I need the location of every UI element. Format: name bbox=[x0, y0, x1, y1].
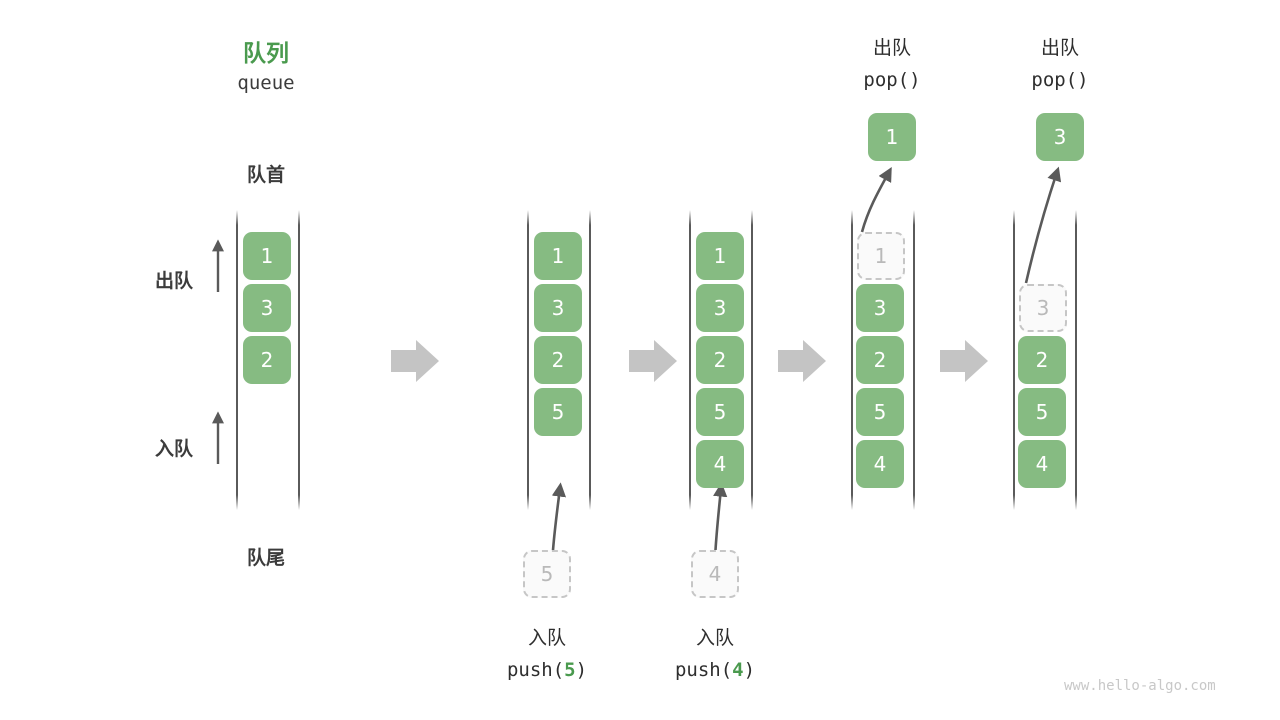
popped-cell-col5: 3 bbox=[1036, 113, 1084, 161]
queue-cell: 4 bbox=[856, 440, 904, 488]
queue-cell: 3 bbox=[696, 284, 744, 332]
dequeue-direction-label: 出队 bbox=[154, 271, 193, 292]
queue-cell: 3 bbox=[534, 284, 582, 332]
code-prefix: push( bbox=[674, 659, 733, 681]
push-op-code-col2: push(5) bbox=[467, 659, 627, 681]
rail-right-col4 bbox=[913, 210, 915, 510]
queue-rear-label: 队尾 bbox=[246, 548, 285, 569]
queue-cell: 2 bbox=[856, 336, 904, 384]
queue-cell: 2 bbox=[696, 336, 744, 384]
queue-cell: 2 bbox=[243, 336, 291, 384]
rail-right-col1 bbox=[298, 210, 300, 510]
queue-cell: 5 bbox=[534, 388, 582, 436]
code-number: 4 bbox=[732, 659, 744, 681]
pop-op-code-col5: pop() bbox=[1031, 69, 1089, 91]
queue-cell: 1 bbox=[243, 232, 291, 280]
step-arrow-3-icon bbox=[778, 340, 826, 382]
queue-cell: 5 bbox=[696, 388, 744, 436]
step-arrow-2-icon bbox=[629, 340, 677, 382]
pop-op-label-col5: 出队 bbox=[1040, 38, 1079, 59]
push-op-label-col3: 入队 bbox=[695, 628, 734, 649]
queue-cell: 2 bbox=[1018, 336, 1066, 384]
pop-arrow-col4-icon bbox=[860, 166, 892, 233]
queue-front-label: 队首 bbox=[246, 165, 285, 186]
pop-op-label-col4: 出队 bbox=[872, 38, 911, 59]
code-prefix: push( bbox=[506, 659, 565, 681]
queue-cell: 4 bbox=[696, 440, 744, 488]
rail-left-col4 bbox=[851, 210, 853, 510]
code-suffix: ) bbox=[575, 659, 588, 681]
queue-cell: 3 bbox=[856, 284, 904, 332]
code-suffix: ) bbox=[743, 659, 756, 681]
popped-ghost-cell-col5: 3 bbox=[1019, 284, 1067, 332]
diagram-title-cn: 队列 bbox=[243, 40, 289, 66]
diagram-title-en: queue bbox=[237, 72, 295, 94]
rail-left-col2 bbox=[527, 210, 529, 510]
queue-cell: 5 bbox=[856, 388, 904, 436]
rail-right-col5 bbox=[1075, 210, 1077, 510]
code-number: 5 bbox=[564, 659, 576, 681]
step-arrow-4-icon bbox=[940, 340, 988, 382]
rail-left-col3 bbox=[689, 210, 691, 510]
popped-cell-col4: 1 bbox=[868, 113, 916, 161]
rail-left-col1 bbox=[236, 210, 238, 510]
enqueue-direction-label: 入队 bbox=[154, 439, 193, 460]
pop-op-code-col4: pop() bbox=[863, 69, 921, 91]
queue-cell: 2 bbox=[534, 336, 582, 384]
step-arrow-1-icon bbox=[391, 340, 439, 382]
queue-cell: 5 bbox=[1018, 388, 1066, 436]
push-op-label-col2: 入队 bbox=[527, 628, 566, 649]
queue-cell: 1 bbox=[696, 232, 744, 280]
pop-arrow-col5-icon bbox=[1024, 166, 1062, 284]
rail-right-col3 bbox=[751, 210, 753, 510]
rail-right-col2 bbox=[589, 210, 591, 510]
incoming-ghost-cell: 5 bbox=[523, 550, 571, 598]
rail-left-col5 bbox=[1013, 210, 1015, 510]
watermark: www.hello-algo.com bbox=[1064, 678, 1216, 694]
queue-cell: 4 bbox=[1018, 440, 1066, 488]
queue-cell: 1 bbox=[534, 232, 582, 280]
popped-ghost-cell-col4: 1 bbox=[857, 232, 905, 280]
queue-cell: 3 bbox=[243, 284, 291, 332]
push-op-code-col3: push(4) bbox=[635, 659, 795, 681]
incoming-ghost-cell: 4 bbox=[691, 550, 739, 598]
